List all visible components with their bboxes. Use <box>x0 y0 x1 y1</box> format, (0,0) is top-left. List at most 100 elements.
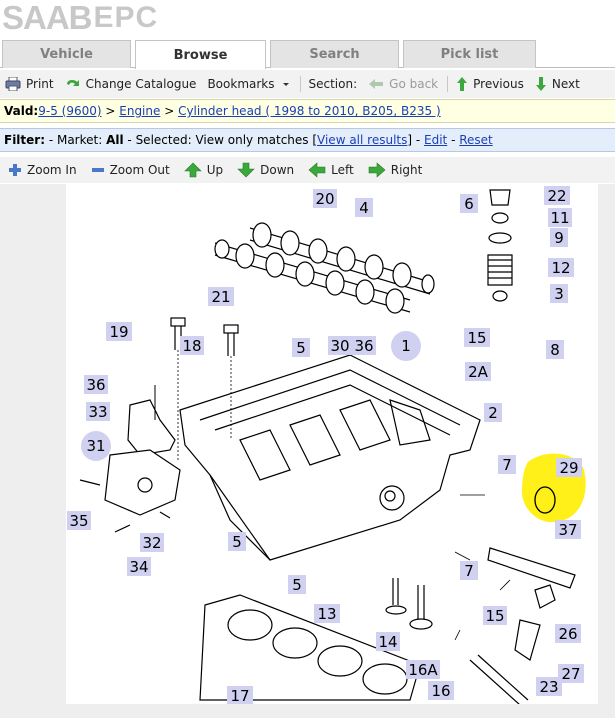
market-value: All <box>106 133 124 147</box>
callout-26[interactable]: 26 <box>555 624 581 643</box>
callout-5[interactable]: 5 <box>292 338 310 357</box>
breadcrumb-engine-link[interactable]: Engine <box>119 104 161 118</box>
arrow-up-icon <box>184 162 202 178</box>
seal-part <box>534 486 556 514</box>
chevron-down-icon <box>282 83 289 86</box>
minus-icon <box>91 168 104 172</box>
zoom-out-button[interactable]: Zoom Out <box>91 163 170 177</box>
breadcrumb-section-link[interactable]: Cylinder head ( 1998 to 2010, B205, B235… <box>178 104 441 118</box>
callout-21[interactable]: 21 <box>208 287 234 306</box>
callout-3[interactable]: 3 <box>550 284 568 303</box>
callout-9[interactable]: 9 <box>550 228 568 247</box>
callout-1[interactable]: 1 <box>391 331 421 361</box>
tab-vehicle[interactable]: Vehicle <box>2 40 131 68</box>
svg-text:5: 5 <box>296 339 306 357</box>
svg-text:15: 15 <box>467 329 486 347</box>
callout-22[interactable]: 22 <box>544 186 570 205</box>
callout-33[interactable]: 33 <box>86 402 110 421</box>
callout-20[interactable]: 20 <box>313 189 337 208</box>
callout-31[interactable]: 31 <box>81 431 111 461</box>
exploded-parts-diagram[interactable]: 20 4 6 22 11 9 12 3 21 19 18 5 30 36 1 1… <box>66 184 598 704</box>
toolbar-divider <box>299 76 301 92</box>
callout-4[interactable]: 4 <box>355 198 373 217</box>
down-label: Down <box>260 163 295 177</box>
callout-7b[interactable]: 7 <box>460 561 478 580</box>
tab-pick-list[interactable]: Pick list <box>403 40 536 68</box>
view-all-results-link[interactable]: View all results <box>317 133 408 147</box>
svg-text:29: 29 <box>559 459 578 477</box>
callout-37[interactable]: 37 <box>555 520 581 539</box>
callout-16[interactable]: 16 <box>428 681 454 700</box>
arrow-up-icon <box>457 77 468 91</box>
callout-29[interactable]: 29 <box>556 458 582 477</box>
breadcrumb-separator: > <box>160 104 179 118</box>
svg-text:7: 7 <box>464 562 474 580</box>
callout-36[interactable]: 36 <box>352 336 376 355</box>
bookmarks-dropdown[interactable]: Bookmarks <box>207 77 290 91</box>
tab-search[interactable]: Search <box>270 40 399 68</box>
callout-18[interactable]: 18 <box>180 336 204 355</box>
arrow-down-icon <box>535 77 546 91</box>
filter-bar: Filter: - Market: All - Selected: View o… <box>0 128 615 152</box>
svg-text:26: 26 <box>558 625 577 643</box>
part-callouts: 20 4 6 22 11 9 12 3 21 19 18 5 30 36 1 1… <box>67 186 584 704</box>
svg-text:7: 7 <box>502 456 512 474</box>
previous-button[interactable]: Previous <box>456 76 524 92</box>
callout-16a[interactable]: 16A <box>406 660 440 679</box>
callout-32[interactable]: 32 <box>140 533 164 552</box>
callout-15b[interactable]: 15 <box>483 606 507 625</box>
callout-5b[interactable]: 5 <box>228 532 246 551</box>
print-button[interactable]: Print <box>5 77 54 91</box>
change-catalogue-button[interactable]: Change Catalogue <box>65 77 197 91</box>
callout-11[interactable]: 11 <box>548 208 572 227</box>
callout-30[interactable]: 30 <box>328 336 352 355</box>
callout-13[interactable]: 13 <box>314 604 340 623</box>
logo-product: EPC <box>93 1 159 34</box>
callout-7[interactable]: 7 <box>498 455 516 474</box>
go-back-button[interactable]: Go back <box>368 77 438 91</box>
callout-34[interactable]: 34 <box>127 557 151 576</box>
callout-14[interactable]: 14 <box>376 632 400 651</box>
callout-17[interactable]: 17 <box>227 686 253 704</box>
callout-5c[interactable]: 5 <box>288 575 306 594</box>
breadcrumb-model-link[interactable]: 9-5 (9600) <box>38 104 102 118</box>
callout-8[interactable]: 8 <box>546 340 564 359</box>
change-catalogue-label: Change Catalogue <box>85 77 197 91</box>
callout-2[interactable]: 2 <box>484 403 502 422</box>
svg-text:5: 5 <box>232 533 242 551</box>
edit-filter-link[interactable]: Edit <box>424 133 448 147</box>
tab-browse[interactable]: Browse <box>135 40 266 69</box>
print-label: Print <box>26 77 54 91</box>
breadcrumb-separator: > <box>101 104 120 118</box>
vald-label: Vald: <box>4 104 39 118</box>
left-label: Left <box>331 163 354 177</box>
pan-up-button[interactable]: Up <box>184 162 223 178</box>
next-button[interactable]: Next <box>535 76 580 92</box>
callout-2a[interactable]: 2A <box>465 362 491 381</box>
main-tab-bar: Vehicle Browse Search Pick list <box>0 40 615 69</box>
reset-filter-link[interactable]: Reset <box>459 133 493 147</box>
right-label: Right <box>390 163 423 177</box>
callout-15[interactable]: 15 <box>464 328 490 347</box>
svg-text:30: 30 <box>330 337 349 355</box>
callout-35[interactable]: 35 <box>67 511 91 530</box>
printer-icon <box>5 77 21 91</box>
callout-27[interactable]: 27 <box>558 664 584 683</box>
svg-text:2: 2 <box>488 404 498 422</box>
callout-6[interactable]: 6 <box>460 194 478 213</box>
pan-right-button[interactable]: Right <box>368 162 423 178</box>
callout-12[interactable]: 12 <box>548 258 574 277</box>
svg-text:5: 5 <box>292 576 302 594</box>
breadcrumb: Vald: 9-5 (9600) > Engine > Cylinder hea… <box>0 99 615 123</box>
svg-text:2A: 2A <box>468 363 489 381</box>
svg-text:32: 32 <box>142 534 161 552</box>
pan-down-button[interactable]: Down <box>237 162 294 178</box>
callout-36b[interactable]: 36 <box>84 375 108 394</box>
pan-left-button[interactable]: Left <box>308 162 354 178</box>
callout-19[interactable]: 19 <box>106 322 132 341</box>
callout-23[interactable]: 23 <box>536 677 562 696</box>
arrow-left-icon <box>308 162 326 178</box>
zoom-in-button[interactable]: Zoom In <box>8 163 77 177</box>
svg-text:22: 22 <box>547 187 566 205</box>
green-arrow-icon <box>66 79 79 86</box>
